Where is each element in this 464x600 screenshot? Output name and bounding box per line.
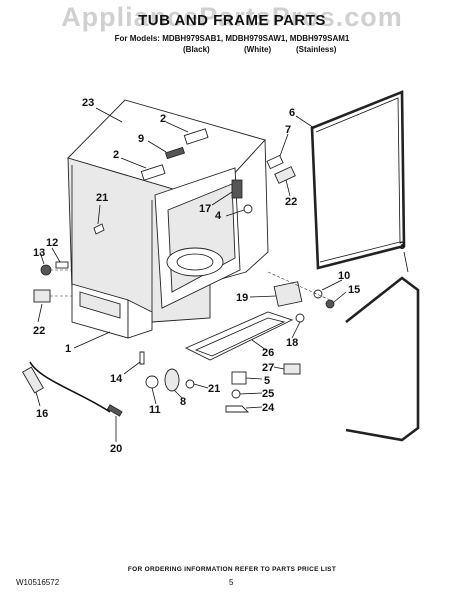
terminal-20 xyxy=(106,404,123,417)
bracket-22-left xyxy=(33,289,51,303)
watermark: AppliancePartsPros.com xyxy=(61,2,403,32)
door-gasket-inner xyxy=(315,97,401,263)
panel-26 xyxy=(184,311,294,361)
doc-number: W10516572 xyxy=(16,578,60,587)
color-stainless-label: (Stainless) xyxy=(296,45,337,54)
hinge-bracket-front xyxy=(140,164,166,181)
callout-21-upper: 21 xyxy=(96,192,108,204)
strain-relief-16 xyxy=(22,366,44,394)
callout-8: 8 xyxy=(180,396,186,408)
screw-4 xyxy=(243,204,253,214)
bottom-gasket xyxy=(345,276,420,442)
callout-21-lower: 21 xyxy=(208,383,220,395)
part-17 xyxy=(231,179,243,199)
tub-sump xyxy=(166,247,224,277)
bracket-19 xyxy=(273,281,303,307)
bracket-22-upper xyxy=(274,166,296,184)
callout-20: 20 xyxy=(110,443,122,455)
callout-1: 1 xyxy=(65,343,71,355)
callout-4: 4 xyxy=(215,210,222,222)
grommet-11 xyxy=(145,375,159,389)
callout-7: 7 xyxy=(285,124,291,136)
leader-lines xyxy=(35,107,409,442)
callout-labels: 23 2 9 2 6 7 21 17 4 22 13 12 3 10 15 19… xyxy=(33,97,405,455)
callout-22-upper: 22 xyxy=(285,196,297,208)
nut-13 xyxy=(40,264,52,276)
callout-19: 19 xyxy=(236,292,248,304)
callout-14: 14 xyxy=(110,373,123,385)
callout-10: 10 xyxy=(338,270,350,282)
callout-9: 9 xyxy=(138,133,144,145)
base-frame xyxy=(71,283,153,339)
clip-7 xyxy=(266,154,284,170)
models-line: For Models: MDBH979SAB1, MDBH979SAW1, MD… xyxy=(114,34,350,43)
screw-18 xyxy=(295,313,305,323)
door-gasket xyxy=(310,90,406,270)
callout-6: 6 xyxy=(289,107,295,119)
screw-14 xyxy=(139,351,145,365)
color-black-label: (Black) xyxy=(183,45,210,54)
callout-27: 27 xyxy=(262,362,274,374)
part-21-lower xyxy=(185,379,195,389)
callout-24: 24 xyxy=(262,402,275,414)
callout-2-top: 2 xyxy=(160,113,166,125)
vent-latch xyxy=(165,146,185,160)
part-25 xyxy=(231,389,241,399)
callout-2-front: 2 xyxy=(113,149,119,161)
callout-25: 25 xyxy=(262,388,274,400)
page-number: 5 xyxy=(229,578,234,587)
callout-17: 17 xyxy=(199,203,211,215)
hinge-bracket-top xyxy=(183,128,209,145)
callout-11: 11 xyxy=(149,404,161,416)
ordering-info: FOR ORDERING INFORMATION REFER TO PARTS … xyxy=(127,566,337,573)
callout-12: 12 xyxy=(46,237,58,249)
callout-15: 15 xyxy=(348,284,360,296)
part-8 xyxy=(164,368,180,392)
callout-18: 18 xyxy=(286,337,298,349)
callout-13: 13 xyxy=(33,247,45,259)
callout-23: 23 xyxy=(82,97,94,109)
callout-26: 26 xyxy=(262,347,274,359)
cord-16 xyxy=(29,361,111,413)
page-title: TUB AND FRAME PARTS xyxy=(138,12,326,29)
color-white-label: (White) xyxy=(244,45,272,54)
callout-22-left: 22 xyxy=(33,325,45,337)
part-27 xyxy=(283,363,301,375)
screw-21-upper xyxy=(93,223,105,235)
washer-10 xyxy=(313,289,323,299)
callout-5: 5 xyxy=(264,375,270,387)
part-5 xyxy=(231,371,247,385)
callout-16: 16 xyxy=(36,408,48,420)
tub-sump-inner xyxy=(176,253,214,271)
bracket-24 xyxy=(225,405,250,413)
screw-12 xyxy=(55,261,69,269)
nut-15 xyxy=(325,299,335,309)
callout-3: 3 xyxy=(399,240,405,252)
tub-assembly xyxy=(67,99,269,323)
